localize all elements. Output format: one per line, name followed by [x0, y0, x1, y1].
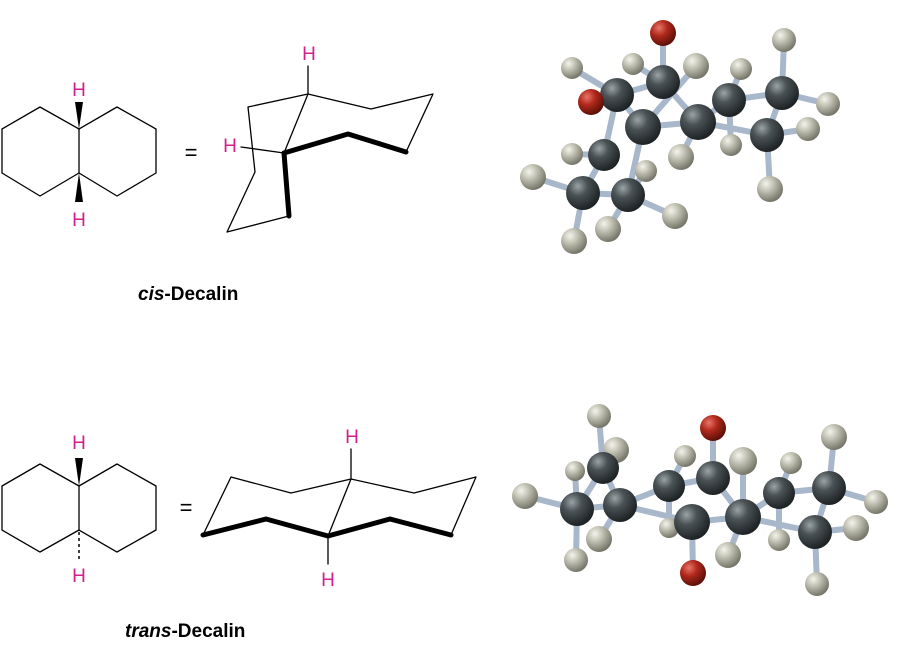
cis-ball-and-stick-model [520, 20, 840, 254]
trans-caption: trans-Decalin [125, 621, 245, 642]
trans-flat-h-top: H [72, 433, 86, 454]
trans-chair-h-bottom: H [321, 570, 335, 591]
trans-chair-structure: H H [200, 427, 477, 591]
cis-model-atoms [520, 20, 840, 254]
trans-chair-h-top: H [345, 427, 359, 448]
trans-ball-and-stick-model [512, 404, 888, 596]
cis-chair-structure: H H [223, 44, 434, 233]
trans-equals-sign: = [180, 495, 193, 520]
trans-flat-h-bottom: H [72, 566, 86, 587]
trans-model-atoms [512, 404, 888, 596]
cis-flat-h-bottom: H [72, 210, 86, 231]
cis-equals-sign: = [185, 140, 198, 165]
wedge-bond-top [75, 458, 83, 486]
wedge-bond-top [75, 102, 83, 129]
cis-chair-h-top: H [302, 44, 316, 65]
cis-flat-h-top: H [72, 80, 86, 101]
cis-flat-structure: H H [1, 80, 157, 231]
cis-chair-h-left: H [223, 136, 237, 157]
wedge-bond-bottom [75, 173, 83, 202]
trans-flat-structure: H H [1, 433, 157, 587]
cis-caption: cis-Decalin [138, 284, 238, 305]
